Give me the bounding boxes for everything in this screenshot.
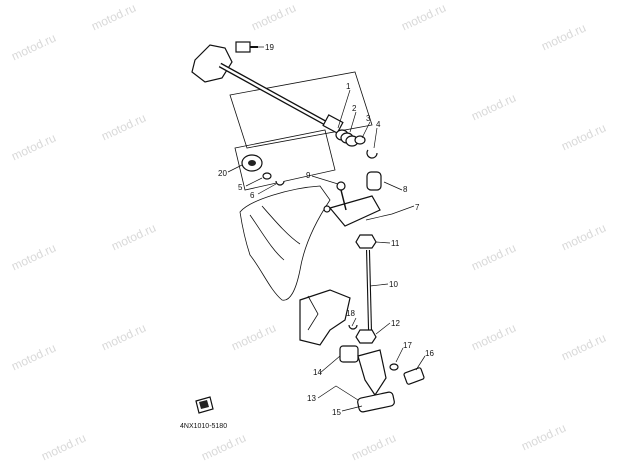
shift-shaft bbox=[191, 44, 344, 134]
shift-lever-assembly bbox=[323, 171, 382, 227]
callout-11: 11 bbox=[391, 239, 400, 248]
pedal-mount bbox=[299, 289, 351, 346]
callout-10: 10 bbox=[389, 280, 398, 289]
nut-12 bbox=[355, 329, 377, 344]
nut-11 bbox=[355, 234, 377, 249]
oil-seal-20 bbox=[241, 154, 263, 172]
callout-12: 12 bbox=[391, 319, 400, 328]
callout-19: 19 bbox=[265, 43, 274, 52]
callout-14: 14 bbox=[313, 368, 322, 377]
callout-2: 2 bbox=[352, 104, 357, 113]
clip-6 bbox=[275, 180, 285, 186]
callout-16: 16 bbox=[425, 349, 434, 358]
clip-18 bbox=[348, 324, 358, 330]
washer-17 bbox=[389, 363, 399, 371]
pedal-mount-edge bbox=[307, 295, 319, 331]
callout-3: 3 bbox=[366, 114, 371, 123]
callout-13: 13 bbox=[307, 394, 316, 403]
callout-8: 8 bbox=[403, 185, 408, 194]
crankcase-rib bbox=[249, 214, 285, 261]
callout-18: 18 bbox=[346, 309, 355, 318]
callout-1: 1 bbox=[346, 82, 351, 91]
spring-2 bbox=[335, 129, 359, 147]
shift-rod-10 bbox=[366, 249, 372, 331]
upper-background-plate bbox=[229, 71, 373, 149]
callout-15: 15 bbox=[332, 408, 341, 417]
lower-background-plate bbox=[234, 129, 336, 191]
washer-5 bbox=[262, 172, 272, 180]
callout-4: 4 bbox=[376, 120, 381, 129]
catalog-symbol bbox=[195, 396, 214, 414]
bolt-19 bbox=[235, 41, 258, 53]
bolt-16 bbox=[403, 367, 425, 385]
callout-6: 6 bbox=[250, 191, 255, 200]
clip-4 bbox=[366, 149, 378, 159]
shift-pedal bbox=[339, 345, 395, 413]
washer-3 bbox=[354, 135, 366, 145]
leader-lines bbox=[227, 46, 426, 412]
callout-5: 5 bbox=[238, 183, 243, 192]
crankcase-rib bbox=[261, 205, 301, 245]
callout-9: 9 bbox=[306, 171, 311, 180]
diagram-code: 4NX1010-5180 bbox=[180, 423, 227, 430]
callout-17: 17 bbox=[403, 341, 412, 350]
crankcase-outline bbox=[239, 185, 331, 301]
callout-20: 20 bbox=[218, 169, 227, 178]
callout-7: 7 bbox=[415, 203, 420, 212]
